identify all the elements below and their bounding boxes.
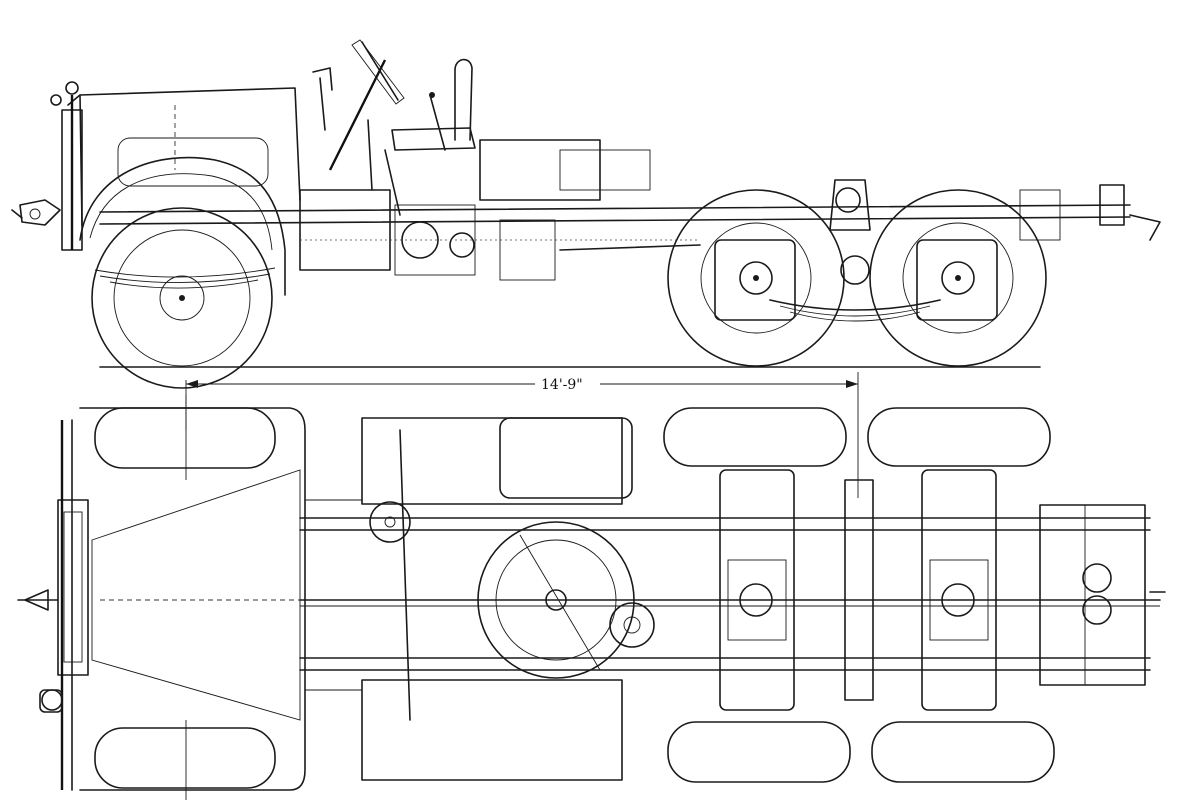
plan-view <box>17 395 1166 800</box>
cab-area-plan <box>305 417 623 781</box>
hood <box>67 87 301 226</box>
rear-wheel-side-2 <box>869 189 1047 367</box>
propeller-shaft <box>559 244 701 251</box>
front-fender <box>79 156 286 296</box>
steering-wheel-side <box>328 39 405 171</box>
rear-axle-1-plan <box>719 469 795 711</box>
engine-transmission <box>299 139 700 281</box>
front-wheel-side <box>91 207 273 389</box>
control-levers <box>312 67 446 216</box>
wheelbase-dimension: 14'-9" <box>185 372 859 498</box>
rear-bogie-spring <box>769 179 941 322</box>
rear-tow-plan <box>1082 563 1166 625</box>
front-tyre-left-plan <box>94 407 276 469</box>
driver-seat <box>391 58 476 151</box>
front-tyre-right-plan <box>94 727 276 789</box>
dimension-label: 14'-9" <box>541 377 583 393</box>
rear-wheel-side-1 <box>667 189 845 367</box>
frame-rails-plan <box>299 504 1151 686</box>
rear-tyre-2-left <box>867 407 1051 467</box>
fuel-tank-plan <box>499 417 633 499</box>
radiator-front <box>11 81 83 251</box>
rear-tyre-1-right <box>667 721 851 783</box>
steering-wheel-plan <box>369 429 411 721</box>
frame-rail-side <box>99 184 1161 241</box>
side-elevation-view <box>11 39 1161 389</box>
front-bumper-plan <box>17 419 89 791</box>
front-leaf-spring <box>94 267 276 289</box>
rear-tyre-2-right <box>871 721 1055 783</box>
rear-axle-2-plan <box>921 469 997 711</box>
engine-plan <box>91 469 301 721</box>
front-body-plan <box>79 407 306 791</box>
rear-tyre-1-left <box>663 407 847 467</box>
bogie-trunnion-plan <box>844 479 874 701</box>
